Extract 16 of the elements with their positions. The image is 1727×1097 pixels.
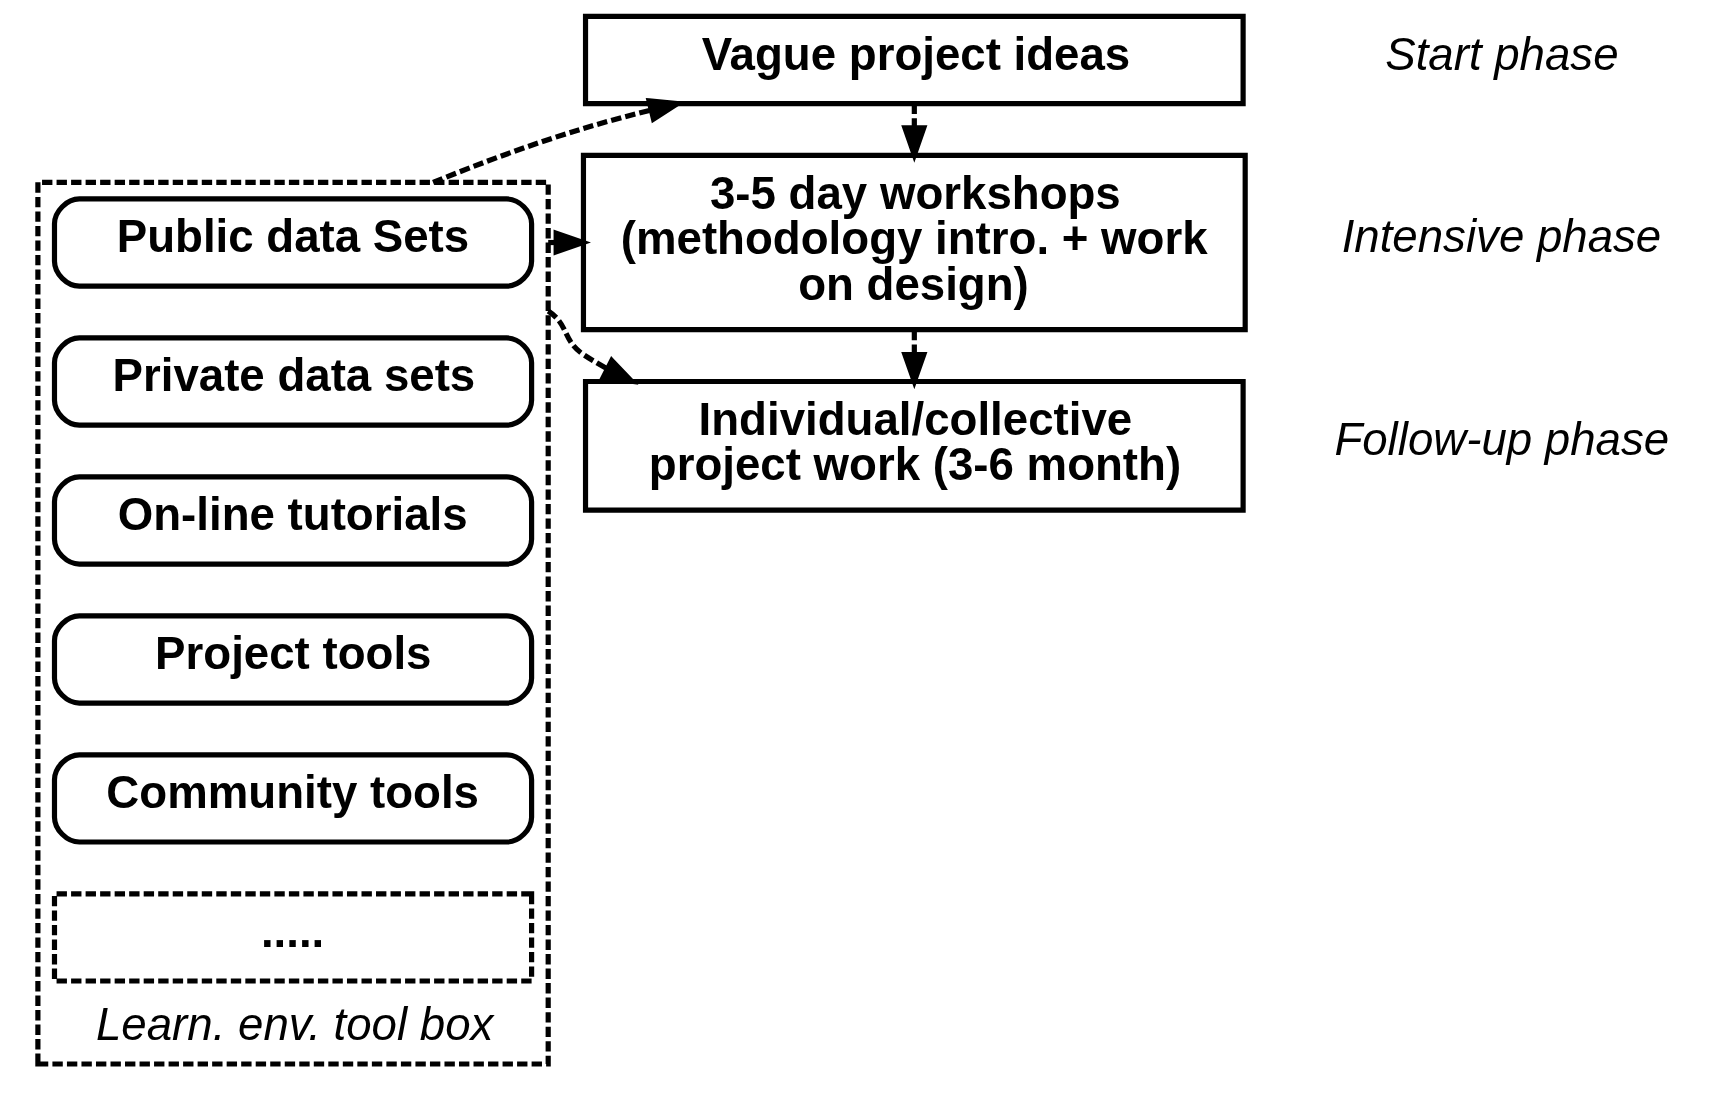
node-box: Public data Sets <box>51 196 535 289</box>
node-box: Vague project ideas <box>582 13 1246 107</box>
node-box: 3-5 day workshops (methodology intro. + work on design) <box>580 152 1248 333</box>
node-box: ..... <box>51 891 535 984</box>
node-box: Community tools <box>51 752 535 845</box>
node-label: Intensive phase <box>1341 211 1662 263</box>
node-box: On-line tutorials <box>51 474 535 567</box>
node-box: Project tools <box>51 613 535 706</box>
arrow <box>548 229 591 256</box>
node-box: Private data sets <box>51 335 535 428</box>
node-label: Start phase <box>1385 28 1619 80</box>
arrow <box>901 103 928 163</box>
arrow <box>901 329 928 390</box>
node-label: Follow-up phase <box>1334 414 1670 466</box>
node-box: Individual/collective project work (3-6 month) <box>582 378 1246 513</box>
arrow <box>546 308 639 385</box>
